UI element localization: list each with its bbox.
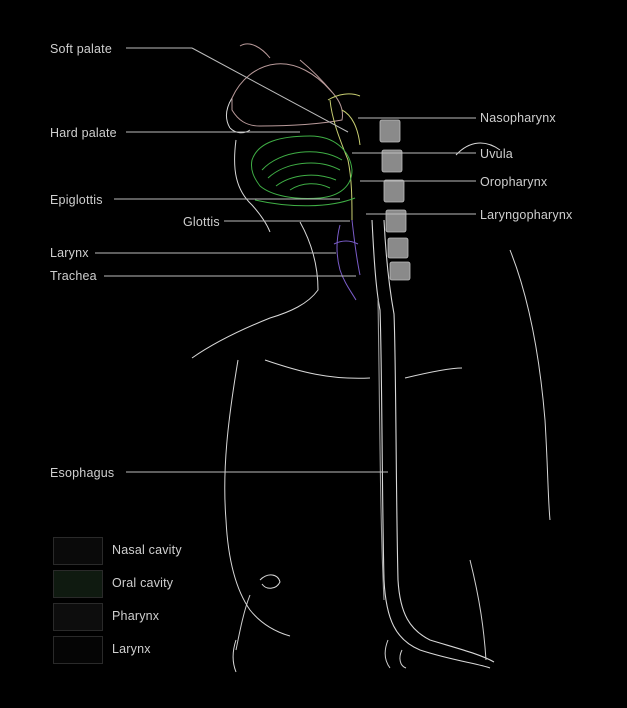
legend-swatch-oral-cavity [53, 570, 103, 598]
legend-label-nasal-cavity: Nasal cavity [112, 543, 182, 557]
label-soft-palate: Soft palate [50, 42, 112, 56]
lower-outline [235, 559, 487, 669]
leader-lines [95, 47, 476, 473]
larynx-structure [333, 219, 361, 301]
vertebrae [379, 119, 411, 281]
legend-label-larynx: Larynx [112, 642, 151, 656]
legend-swatch-pharynx [53, 603, 103, 631]
esophagus-tube [371, 219, 495, 669]
label-epiglottis: Epiglottis [50, 193, 103, 207]
body-outline [191, 97, 551, 673]
label-uvula: Uvula [480, 147, 513, 161]
pharynx-outline [327, 93, 361, 221]
label-laryngopharynx: Laryngopharynx [480, 208, 573, 222]
legend-label-oral-cavity: Oral cavity [112, 576, 174, 590]
label-hard-palate: Hard palate [50, 126, 117, 140]
legend-swatch-larynx [53, 636, 103, 664]
oral-cavity [251, 135, 356, 207]
leader-soft-palate-diagonal [191, 47, 349, 133]
legend-label-pharynx: Pharynx [112, 609, 160, 623]
label-glottis: Glottis [183, 215, 220, 229]
nasal-cavity [231, 43, 343, 127]
legend-swatch-nasal-cavity [53, 537, 103, 565]
label-nasopharynx: Nasopharynx [480, 111, 556, 125]
label-esophagus: Esophagus [50, 466, 115, 480]
label-trachea: Trachea [50, 269, 97, 283]
label-larynx: Larynx [50, 246, 89, 260]
label-oropharynx: Oropharynx [480, 175, 548, 189]
